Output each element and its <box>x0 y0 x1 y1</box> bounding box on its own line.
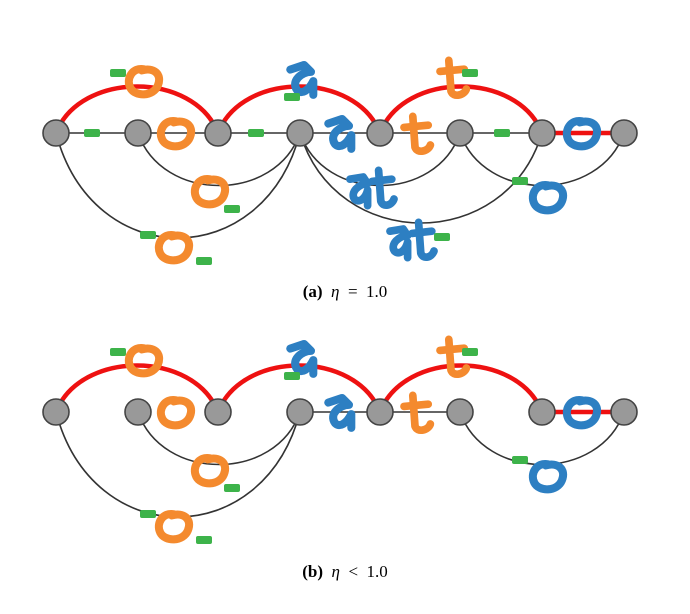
lattice-node <box>446 398 474 426</box>
glyph-at <box>350 170 394 205</box>
glyph-mark <box>196 257 212 265</box>
lattice-node <box>204 398 232 426</box>
lattice-node <box>610 119 638 147</box>
lattice-node <box>446 119 474 147</box>
caption-b: (b) η < 1.0 <box>0 562 690 582</box>
highlight-arc <box>377 363 545 413</box>
caption-b-value: 1.0 <box>366 562 388 581</box>
glyph-mark <box>284 93 300 101</box>
glyph-mark <box>110 69 126 77</box>
glyph-mark <box>512 456 528 464</box>
glyph-a <box>328 398 351 428</box>
lattice-node <box>366 119 394 147</box>
caption-a-symbol: η <box>331 282 340 301</box>
panel-a-graph <box>42 60 638 265</box>
lattice-node <box>528 398 556 426</box>
glyph-o <box>129 69 159 94</box>
lattice-node <box>204 119 232 147</box>
glyph-mark <box>248 129 264 137</box>
glyph-mark <box>434 233 450 241</box>
caption-a: (a) η = 1.0 <box>0 282 690 302</box>
lattice-node <box>42 398 70 426</box>
glyph-a <box>290 344 313 374</box>
glyph-o <box>533 185 563 210</box>
highlight-arc <box>53 84 221 134</box>
glyph-a <box>328 119 351 149</box>
caption-a-value: 1.0 <box>366 282 388 301</box>
glyph-mark <box>140 510 156 518</box>
caption-b-relation: < <box>348 562 359 581</box>
caption-a-relation: = <box>347 282 358 301</box>
glyph-mark <box>224 205 240 213</box>
caption-a-tag: (a) <box>302 282 323 301</box>
glyph-mark <box>512 177 528 185</box>
glyph-a <box>290 65 313 95</box>
glyph-mark <box>84 129 100 137</box>
glyph-o <box>161 400 191 425</box>
lattice-node <box>42 119 70 147</box>
lattice-node <box>286 119 314 147</box>
glyph-o <box>533 464 563 489</box>
lattice-node <box>124 398 152 426</box>
highlight-arc <box>53 363 221 413</box>
lattice-node <box>366 398 394 426</box>
glyph-o <box>195 458 225 483</box>
caption-b-symbol: η <box>331 562 340 581</box>
glyph-mark <box>224 484 240 492</box>
glyph-o <box>195 179 225 204</box>
lower-arc <box>137 132 301 187</box>
glyph-mark <box>140 231 156 239</box>
lower-arc <box>137 411 301 466</box>
glyph-at <box>390 222 434 257</box>
lattice-node <box>286 398 314 426</box>
glyph-o <box>159 235 189 260</box>
glyph-mark <box>284 372 300 380</box>
glyph-o <box>129 348 159 373</box>
glyph-mark <box>462 69 478 77</box>
glyph-mark <box>494 129 510 137</box>
lattice-node <box>610 398 638 426</box>
glyph-mark <box>196 536 212 544</box>
lattice-node <box>124 119 152 147</box>
highlight-arc <box>377 84 545 134</box>
glyph-o <box>159 514 189 539</box>
panel-b-graph <box>42 339 638 544</box>
caption-b-tag: (b) <box>302 562 323 581</box>
lattice-node <box>528 119 556 147</box>
glyph-mark <box>110 348 126 356</box>
glyph-mark <box>462 348 478 356</box>
